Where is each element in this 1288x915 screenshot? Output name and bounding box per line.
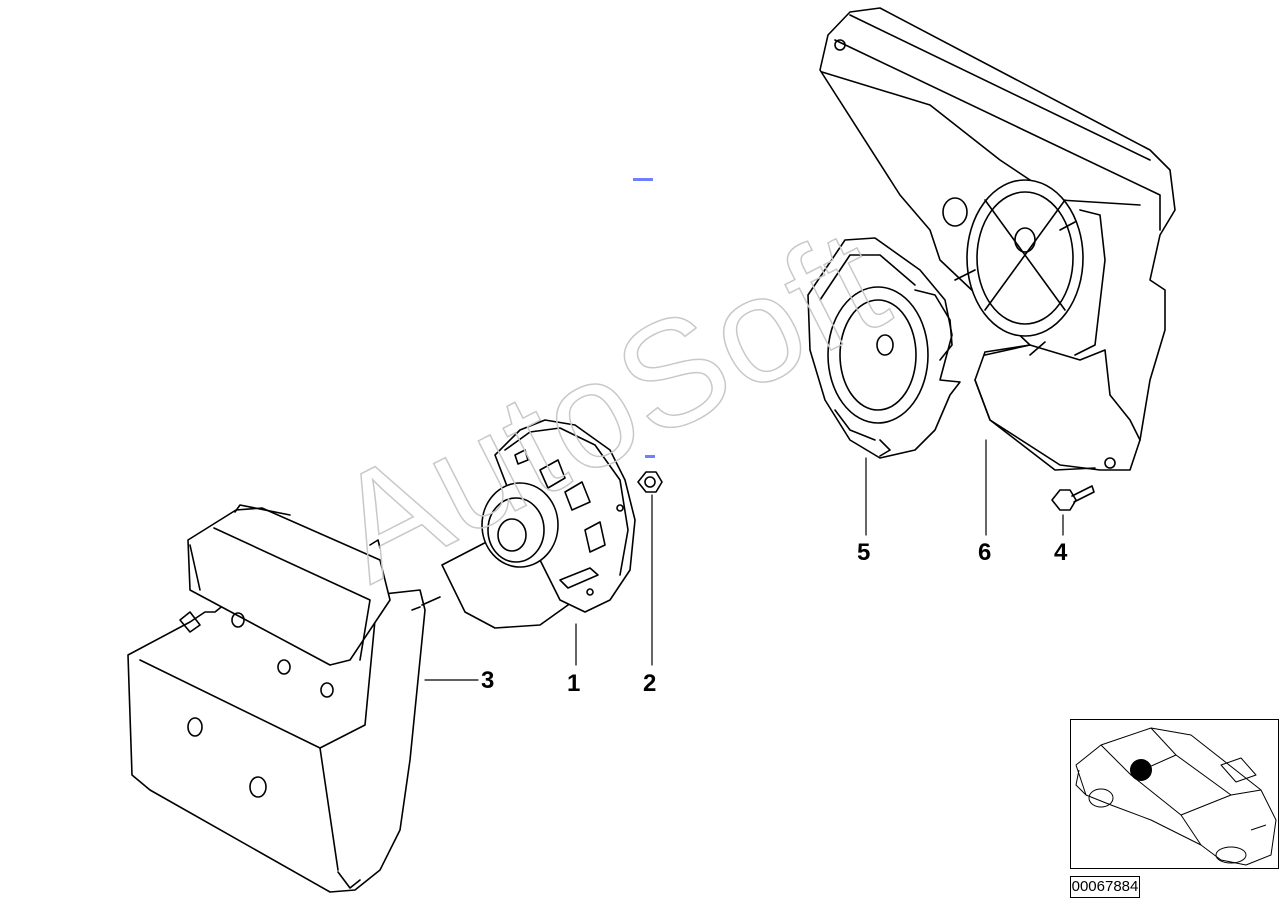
callout-1: 1	[567, 670, 581, 697]
location-marker-icon	[1130, 759, 1152, 781]
callout-2: 2	[643, 670, 657, 697]
callout-3: 3	[481, 667, 495, 694]
part-2-nut	[637, 471, 663, 493]
callout-5: 5	[857, 539, 871, 566]
callout-4: 4	[1054, 539, 1068, 566]
part-6-enclosure	[819, 7, 1176, 471]
car-location-inset	[1070, 719, 1279, 869]
part-5-speaker	[807, 237, 961, 459]
callout-6: 6	[978, 539, 992, 566]
part-1-speaker	[441, 419, 636, 629]
accent-mark-2	[645, 455, 655, 458]
part-3-enclosure	[127, 504, 441, 893]
reference-number: 00067884	[1070, 876, 1140, 898]
car-location-icon	[1075, 727, 1277, 866]
accent-mark	[633, 178, 653, 181]
leader-lines	[424, 439, 1064, 681]
part-4-bolt	[1051, 485, 1095, 511]
